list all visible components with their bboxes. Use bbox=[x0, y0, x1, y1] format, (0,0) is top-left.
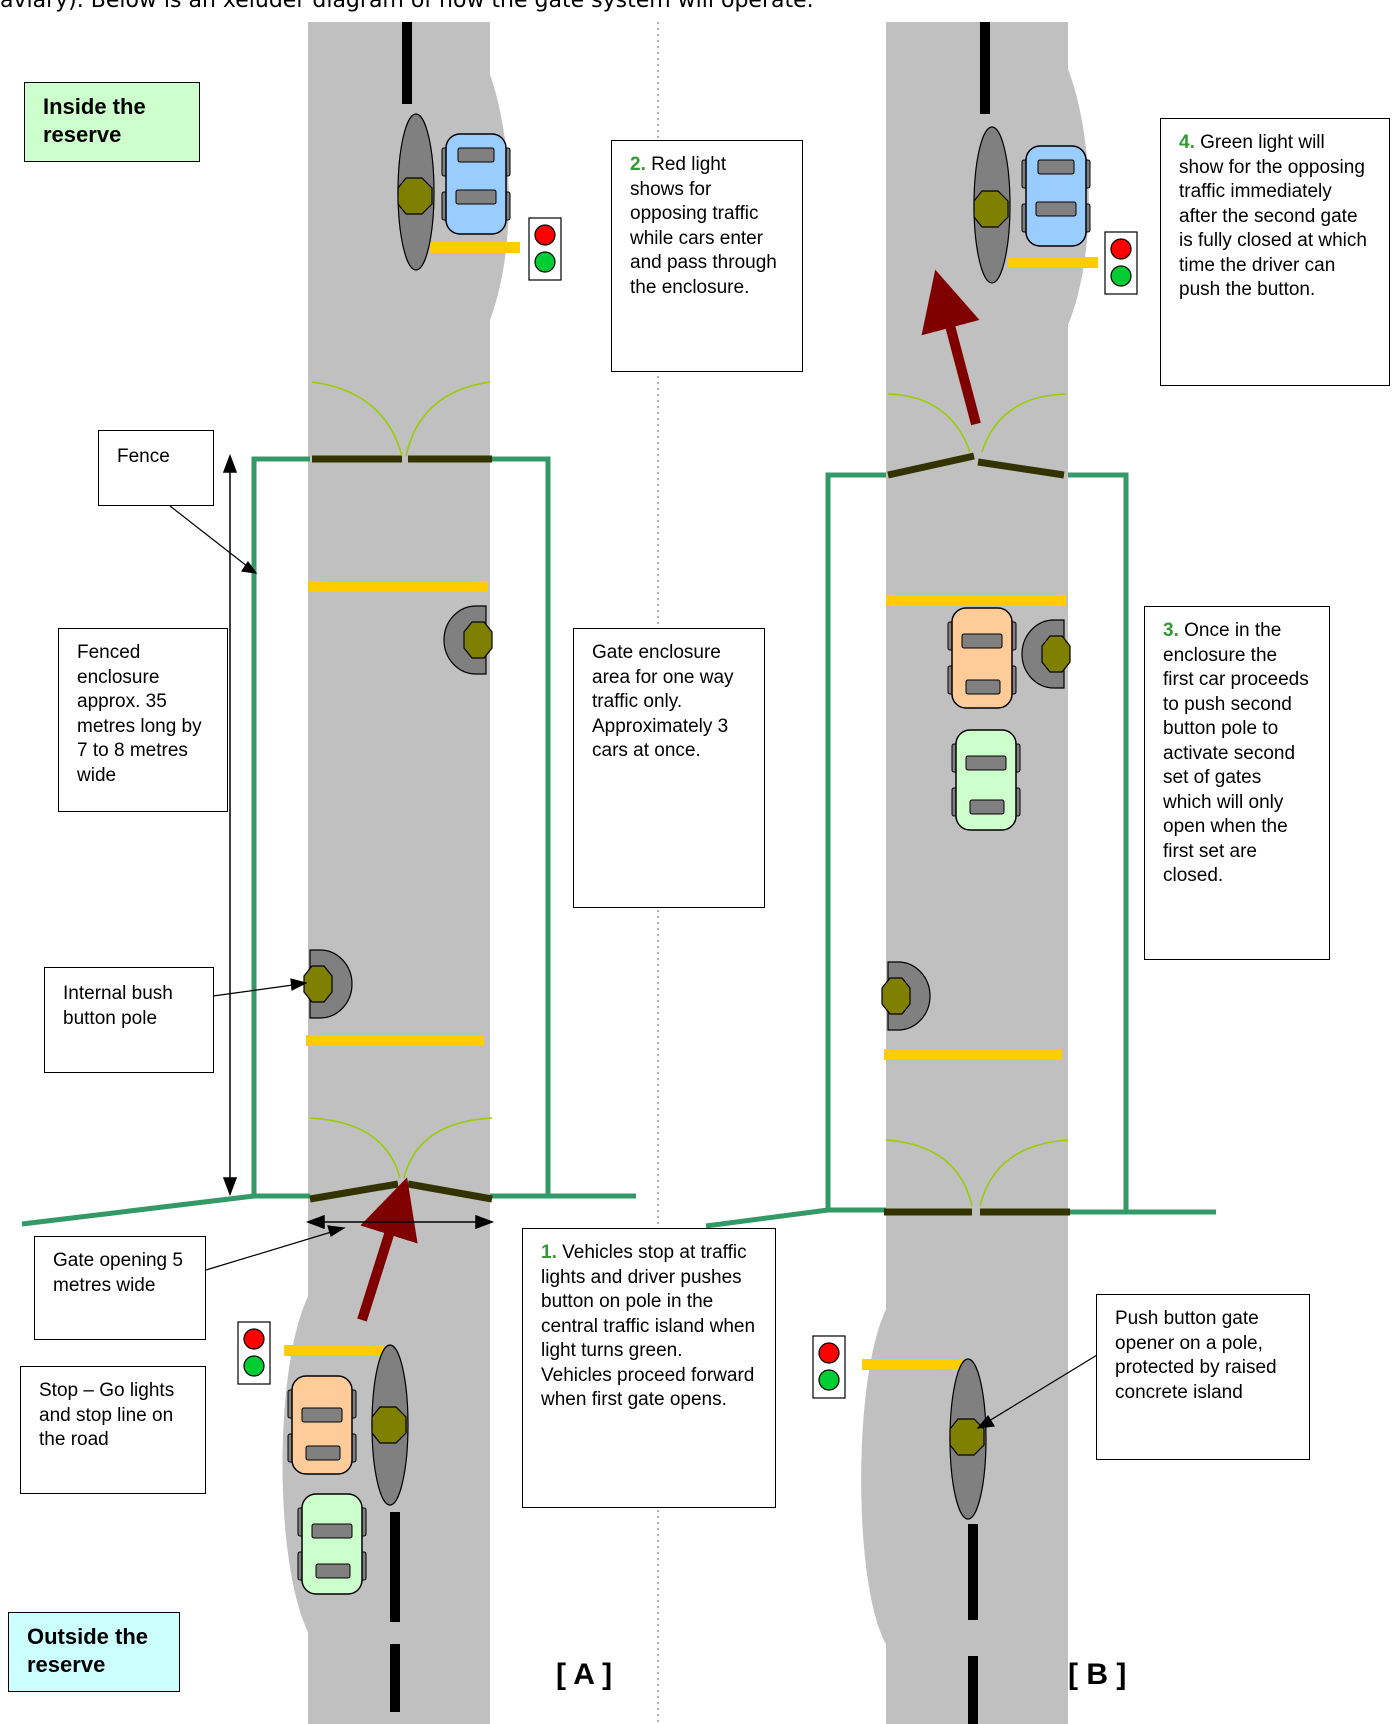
stop-line bbox=[430, 242, 520, 253]
stop-line bbox=[862, 1359, 962, 1370]
leader-lines-a bbox=[169, 505, 346, 1271]
stop-line bbox=[308, 581, 488, 592]
step-1-text: Vehicles stop at traffic lights and driv… bbox=[541, 1242, 756, 1410]
step-4-text: Green light will show for the opposing t… bbox=[1179, 132, 1367, 300]
traffic-island-bottom-a bbox=[371, 1344, 409, 1506]
center-line bbox=[968, 1656, 978, 1724]
gate-enclosure-area-text: Gate enclosure area for one way traffic … bbox=[592, 642, 734, 761]
panel-a-label: [ A ] bbox=[556, 1658, 613, 1691]
outside-reserve-text: Outside the reserve bbox=[27, 1624, 149, 1677]
stop-go-callout: Stop – Go lights and stop line on the ro… bbox=[20, 1366, 206, 1494]
gate-opening-callout: Gate opening 5 metres wide bbox=[34, 1236, 206, 1340]
traffic-light-icon bbox=[812, 1335, 846, 1399]
car-icon bbox=[951, 729, 1021, 831]
direction-arrow bbox=[357, 1177, 418, 1322]
fence-callout: Fence bbox=[98, 430, 214, 506]
traffic-light-icon bbox=[1104, 231, 1138, 295]
fence-callout-text: Fence bbox=[117, 446, 170, 467]
intro-text: aviary). Below is an xeluder diagram of … bbox=[0, 0, 814, 13]
panel-b bbox=[705, 22, 1216, 1724]
step-3-callout: 3. Once in the enclosure the first car p… bbox=[1144, 606, 1330, 960]
inside-reserve-text: Inside the reserve bbox=[43, 94, 146, 147]
step-3-number: 3. bbox=[1163, 620, 1179, 641]
dimension-arrow-length bbox=[222, 453, 238, 1197]
stop-line bbox=[1008, 257, 1098, 268]
car-icon bbox=[297, 1493, 367, 1595]
gate-top-a bbox=[311, 381, 492, 463]
step-4-callout: 4. Green light will show for the opposin… bbox=[1160, 118, 1390, 386]
traffic-island-top-a bbox=[397, 113, 435, 271]
fence-enclosure-a bbox=[21, 456, 636, 1227]
center-line bbox=[968, 1524, 978, 1620]
car-icon bbox=[287, 1375, 357, 1475]
center-line bbox=[390, 1644, 400, 1712]
car-icon bbox=[1021, 145, 1091, 247]
traffic-light-icon bbox=[528, 217, 562, 281]
center-line bbox=[980, 22, 990, 114]
step-3-text: Once in the enclosure the first car proc… bbox=[1163, 620, 1309, 886]
step-2-callout: 2. Red light shows for opposing traffic … bbox=[611, 140, 803, 372]
center-line bbox=[390, 1512, 400, 1622]
enclosure-size-text: Fenced enclosure approx. 35 metres long … bbox=[77, 642, 202, 786]
enclosure-size-callout: Fenced enclosure approx. 35 metres long … bbox=[58, 628, 228, 812]
panel-a bbox=[21, 22, 636, 1724]
traffic-light-icon bbox=[237, 1321, 271, 1385]
car-icon bbox=[441, 133, 511, 235]
stop-line bbox=[306, 1035, 484, 1046]
internal-pole-callout: Internal bush button pole bbox=[44, 967, 214, 1073]
gate-bottom-b bbox=[884, 1139, 1070, 1216]
push-button-opener-text: Push button gate opener on a pole, prote… bbox=[1115, 1308, 1277, 1403]
traffic-island-top-b bbox=[973, 126, 1011, 284]
step-2-text: Red light shows for opposing traffic whi… bbox=[630, 154, 777, 298]
step-2-number: 2. bbox=[630, 154, 646, 175]
center-line bbox=[402, 22, 412, 104]
stop-go-text: Stop – Go lights and stop line on the ro… bbox=[39, 1380, 175, 1450]
push-button-opener-callout: Push button gate opener on a pole, prote… bbox=[1096, 1294, 1310, 1460]
leader-lines-b bbox=[976, 1351, 1103, 1429]
direction-arrow bbox=[921, 269, 981, 426]
stop-line bbox=[284, 1345, 384, 1356]
stop-line bbox=[886, 595, 1066, 606]
traffic-island-bottom-b bbox=[949, 1358, 987, 1520]
gate-opening-text: Gate opening 5 metres wide bbox=[53, 1250, 183, 1296]
gate-enclosure-area-callout: Gate enclosure area for one way traffic … bbox=[573, 628, 765, 908]
dimension-arrow-width bbox=[305, 1214, 495, 1230]
step-1-number: 1. bbox=[541, 1242, 557, 1263]
fence-enclosure-b bbox=[705, 472, 1216, 1229]
step-1-callout: 1. Vehicles stop at traffic lights and d… bbox=[522, 1228, 776, 1508]
internal-pole-text: Internal bush button pole bbox=[63, 983, 173, 1029]
step-4-number: 4. bbox=[1179, 132, 1195, 153]
stop-line bbox=[884, 1049, 1062, 1060]
outside-reserve-label: Outside the reserve bbox=[8, 1612, 180, 1692]
panel-b-label: [ B ] bbox=[1068, 1658, 1127, 1691]
inside-reserve-label: Inside the reserve bbox=[24, 82, 200, 162]
car-icon bbox=[947, 607, 1017, 709]
gate-top-b bbox=[887, 393, 1067, 479]
